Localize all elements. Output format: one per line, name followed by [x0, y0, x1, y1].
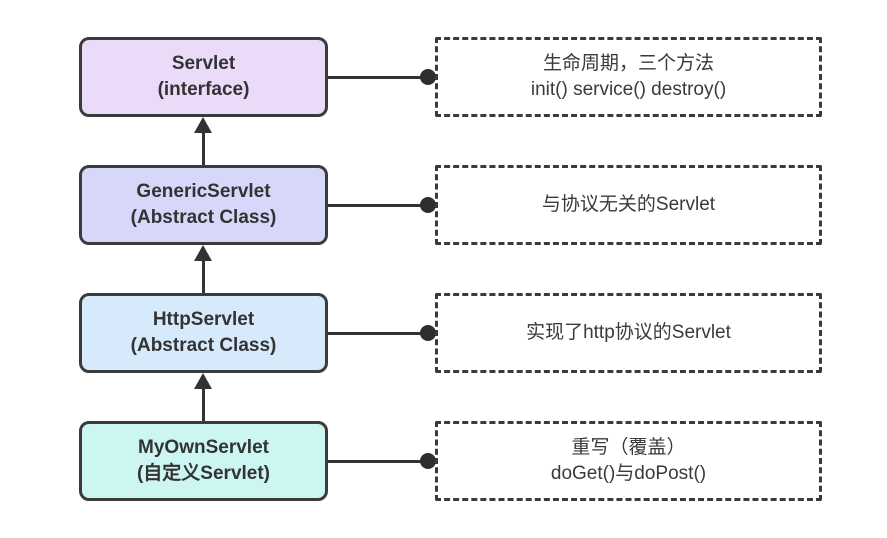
arrowhead-up-icon: [194, 245, 212, 261]
note-box-my-own-servlet: 重写（覆盖） doGet()与doPost(): [435, 421, 822, 501]
class-box-servlet: Servlet (interface): [79, 37, 328, 117]
class-title: HttpServlet: [152, 309, 255, 330]
class-title: GenericServlet: [136, 181, 271, 202]
connector-dot-icon: [420, 453, 436, 469]
class-subtitle: (Abstract Class): [130, 335, 277, 356]
inheritance-arrow-icon: [194, 373, 212, 421]
note-line: doGet()与doPost(): [550, 463, 707, 484]
note-line: 生命周期，三个方法: [542, 53, 714, 74]
connector-dot-icon: [420, 69, 436, 85]
class-subtitle: (interface): [157, 79, 250, 100]
inheritance-arrow-icon: [194, 245, 212, 293]
class-box-my-own-servlet: MyOwnServlet (自定义Servlet): [79, 421, 328, 501]
connector-line: [328, 204, 428, 207]
arrow-stem: [201, 389, 205, 421]
note-line: 实现了http协议的Servlet: [526, 322, 731, 343]
class-box-generic-servlet: GenericServlet (Abstract Class): [79, 165, 328, 245]
arrow-stem: [201, 261, 205, 293]
note-line: 与协议无关的Servlet: [541, 194, 716, 215]
note-box-http-servlet: 实现了http协议的Servlet: [435, 293, 822, 373]
class-title: Servlet: [171, 53, 236, 74]
connector-dot-icon: [420, 197, 436, 213]
arrowhead-up-icon: [194, 373, 212, 389]
connector-dot-icon: [420, 325, 436, 341]
class-title: MyOwnServlet: [138, 437, 269, 458]
connector-line: [328, 332, 428, 335]
note-box-servlet: 生命周期，三个方法 init() service() destroy(): [435, 37, 822, 117]
class-subtitle: (自定义Servlet): [136, 463, 271, 484]
arrow-stem: [201, 133, 205, 165]
connector-line: [328, 76, 428, 79]
arrowhead-up-icon: [194, 117, 212, 133]
class-box-http-servlet: HttpServlet (Abstract Class): [79, 293, 328, 373]
note-line: 重写（覆盖）: [571, 437, 686, 458]
inheritance-arrow-icon: [194, 117, 212, 165]
note-line: init() service() destroy(): [530, 79, 727, 100]
class-subtitle: (Abstract Class): [130, 207, 277, 228]
connector-line: [328, 460, 428, 463]
note-box-generic-servlet: 与协议无关的Servlet: [435, 165, 822, 245]
